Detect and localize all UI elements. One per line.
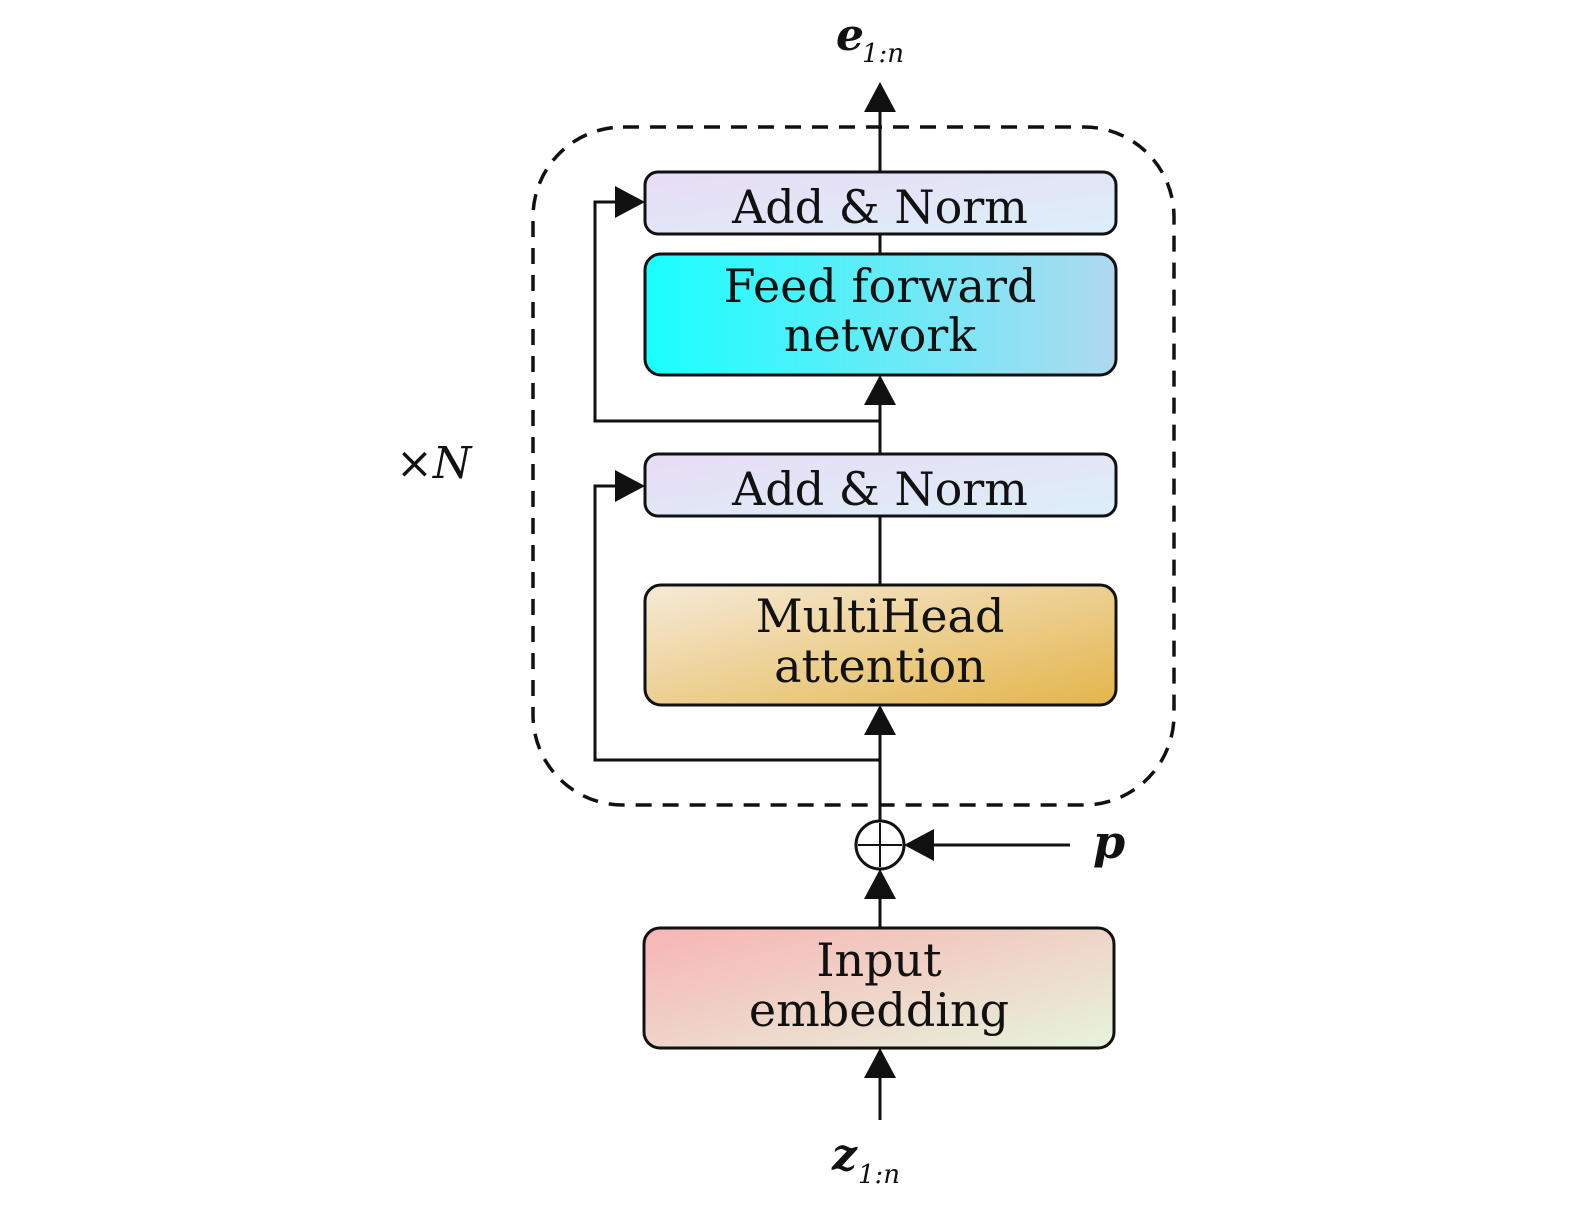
repeat-block-boundary [531,125,1176,807]
feed-forward-block: Feed forward network [643,252,1118,377]
positional-add-node [854,819,906,871]
add-norm-bottom-block: Add & Norm [643,452,1118,518]
input-label-line1: Input [816,933,942,987]
multihead-attention-block: MultiHead attention [643,583,1118,707]
ffn-label-line1: Feed forward [724,259,1037,313]
arrowhead-icon [615,186,645,218]
input-embedding-block: Input embedding [642,926,1116,1050]
arrowhead-icon [864,82,896,112]
repeat-count-label: ×N [396,438,473,489]
arrowhead-icon [904,829,934,861]
output-subscript: 1:n [862,39,904,69]
input-label: z 1:n [831,1130,900,1190]
output-label: e 1:n [836,10,904,69]
arrowhead-icon [615,470,645,502]
arrowhead-icon [864,705,896,735]
arrowhead-icon [864,1048,896,1078]
connectors [593,108,1070,1120]
input-label-line2: embedding [749,983,1009,1037]
add-norm-top-label: Add & Norm [731,180,1028,234]
input-subscript: 1:n [858,1160,900,1190]
add-norm-bottom-label: Add & Norm [731,462,1028,516]
positional-encoding-label: p [1093,815,1125,869]
add-norm-top-block: Add & Norm [643,170,1118,236]
ffn-label-line2: network [784,308,977,362]
arrowhead-icon [864,869,896,899]
mha-label-line1: MultiHead [756,589,1005,643]
mha-label-line2: attention [774,639,986,693]
arrowhead-icon [864,375,896,405]
output-var: e [836,10,864,61]
input-var: z [831,1130,858,1181]
